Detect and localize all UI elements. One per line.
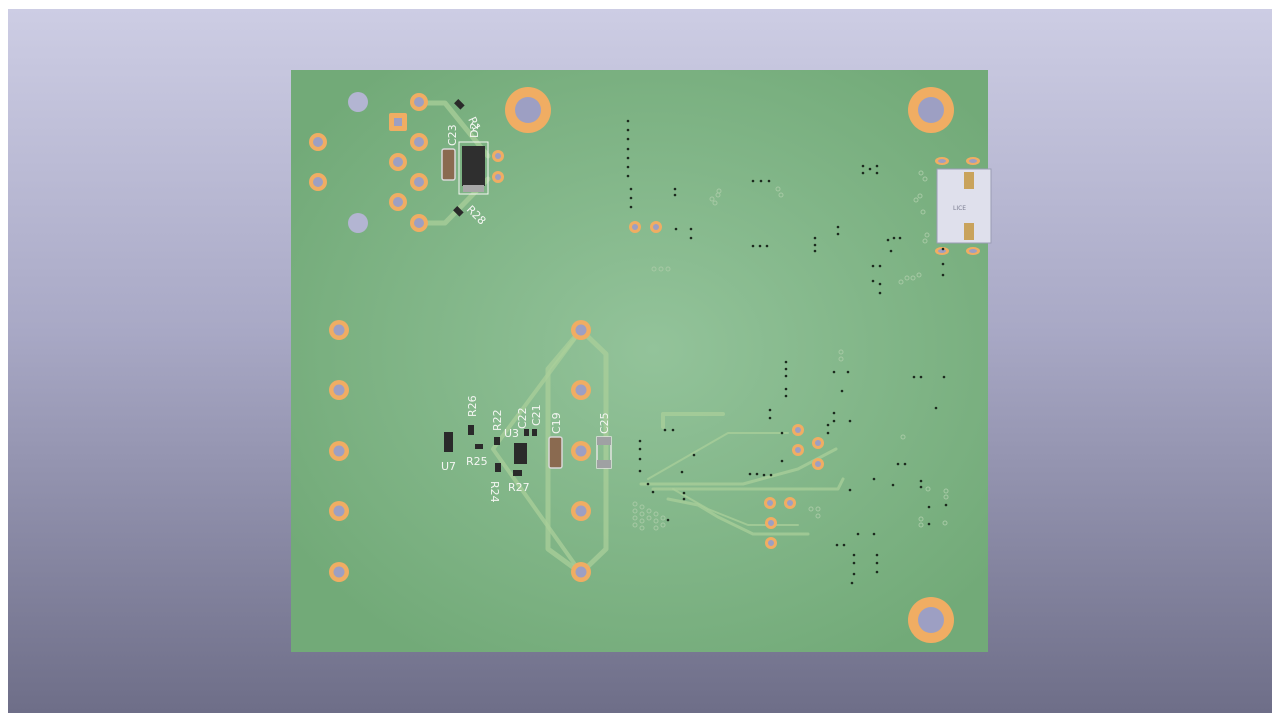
via-rings — [632, 170, 949, 531]
smd-components — [441, 99, 612, 476]
label-r27: R27 — [508, 481, 530, 494]
pad-drills — [313, 97, 821, 578]
3d-viewport[interactable]: LICE C23 D2 R1 R28 R26 R22 C22 C21 C19 C… — [8, 9, 1272, 713]
label-c21: C21 — [530, 404, 543, 426]
label-r26: R26 — [466, 395, 479, 417]
mounting-holes — [348, 87, 954, 643]
label-r22: R22 — [491, 409, 504, 431]
label-c19: C19 — [550, 412, 563, 434]
label-u7: U7 — [441, 460, 456, 473]
pcb-scene[interactable]: LICE C23 D2 R1 R28 R26 R22 C22 C21 C19 C… — [8, 9, 1272, 713]
label-r24: R24 — [488, 481, 501, 503]
pcb-board — [291, 70, 988, 652]
label-r1: R1 — [465, 115, 483, 134]
usb-marking: LICE — [953, 205, 966, 212]
label-c25: C25 — [598, 412, 611, 434]
silkscreen-labels: C23 D2 R1 R28 R26 R22 C22 C21 C19 C25 U3… — [441, 115, 611, 503]
label-d2: D2 — [468, 123, 481, 138]
usb-connector[interactable]: LICE — [935, 157, 992, 255]
label-u3: U3 — [504, 427, 519, 440]
label-c23: C23 — [446, 124, 459, 146]
through-hole-pads — [309, 93, 824, 582]
vias — [626, 119, 948, 585]
label-r25: R25 — [466, 455, 488, 468]
label-c22: C22 — [516, 407, 529, 429]
